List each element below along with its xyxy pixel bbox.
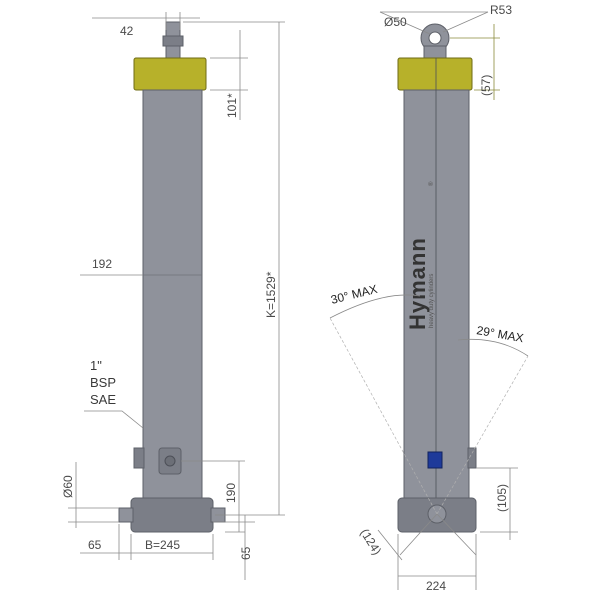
brand-registered: ® [428, 181, 435, 186]
left-port-hole [164, 455, 176, 467]
angle-left-line [329, 317, 438, 515]
left-base-block [130, 497, 214, 533]
port-note-leader [84, 410, 144, 429]
dim-base-width: 224 [426, 579, 446, 593]
angle-right-arc [457, 339, 529, 357]
brand-name: Hymann [405, 237, 430, 330]
left-trunnion-pin-left [118, 507, 134, 523]
port-note-bsp: BSP [90, 375, 116, 390]
left-side-lug [133, 447, 145, 469]
right-cap-collar [397, 57, 473, 91]
dim-base-offset: 65 [239, 546, 253, 560]
angle-left-arc [329, 294, 421, 319]
dim-cap-height: 101* [225, 93, 239, 118]
angle-right-label: 29° MAX [475, 323, 524, 345]
dim-eye-diameter: Ø50 [384, 15, 407, 29]
dim-right-cap-height: (57) [479, 75, 493, 96]
angle-left-label: 30° MAX [329, 282, 378, 307]
port-note-size: 1" [90, 358, 102, 373]
dim-total-length: K=1529* [264, 271, 278, 318]
dim-base-diag: (124) [357, 526, 384, 557]
brand-tagline: heavy duty cylinders [429, 274, 435, 328]
dim-trunnion-height: 190 [224, 483, 238, 503]
right-top-eye-hole [428, 31, 442, 45]
right-cylinder-view: Hymann heavy duty cylinders ® [397, 23, 477, 533]
left-top-tab-bolt [162, 35, 184, 47]
left-cylinder-view [118, 21, 226, 533]
dim-trunnion-span: B=245 [145, 538, 180, 552]
right-side-lug [467, 447, 477, 469]
dim-body-diameter: 192 [92, 257, 112, 271]
dim-top-width: 42 [120, 24, 134, 38]
port-marker [427, 451, 443, 469]
dim-trunnion-diameter: Ø60 [61, 475, 75, 498]
brand-group: Hymann [405, 237, 430, 330]
right-eye-neck [423, 45, 447, 59]
left-dimensions: 42 101* K=1529* 192 1" BSP SAE Ø60 190 [61, 12, 285, 580]
dim-eye-radius: R53 [490, 3, 512, 17]
angle-right-line [436, 355, 529, 515]
dim-base-height: (105) [495, 484, 509, 512]
port-note-sae: SAE [90, 392, 116, 407]
dim-trunnion-stub: 65 [88, 538, 102, 552]
left-barrel [142, 89, 203, 499]
left-cap-collar [133, 57, 207, 91]
